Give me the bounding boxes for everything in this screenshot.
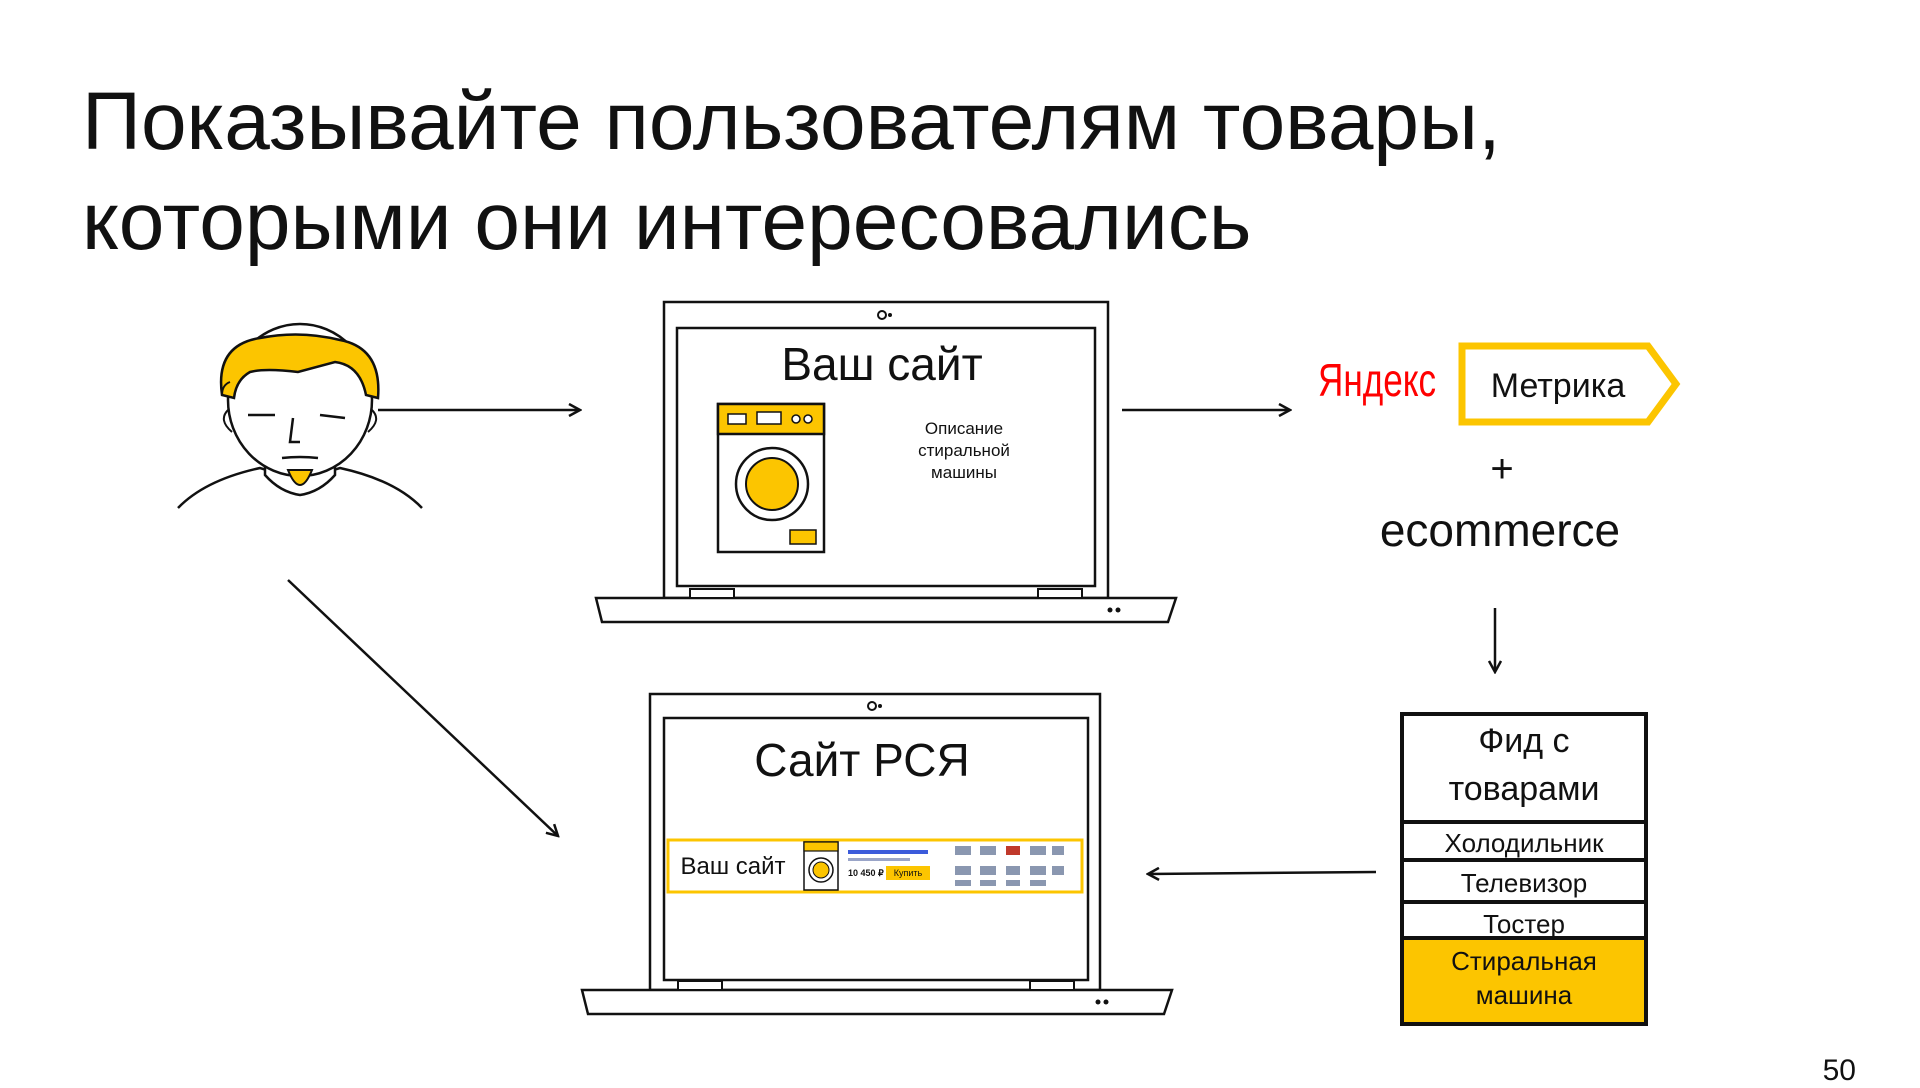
feed-item-1: Холодильник <box>1445 828 1605 858</box>
feed-highlight-line-1: Стиральная <box>1451 946 1597 976</box>
product-description: Описание стиральной машины <box>918 419 1010 482</box>
metrika-plus: + <box>1490 447 1513 491</box>
feed-highlight-row <box>1404 940 1644 1022</box>
banner-site-label: Ваш сайт <box>680 853 785 880</box>
rsy-site-title: Сайт РСЯ <box>754 734 969 786</box>
banner-washing-machine-icon <box>803 841 839 891</box>
page-number: 50 <box>1822 1054 1856 1087</box>
metrika-badge <box>1458 342 1681 426</box>
ad-banner <box>666 838 1084 894</box>
slide-title-line-1: Показывайте пользователям товары, <box>82 76 1501 167</box>
arrow-user-to-rsy <box>287 579 558 836</box>
slide-title: Показывайте пользователям товары, которы… <box>82 72 1782 272</box>
product-feed <box>1400 712 1648 1026</box>
ecommerce-label: ecommerce <box>1380 504 1620 556</box>
banner-buy-button[interactable]: Купить <box>894 868 923 878</box>
your-site-title: Ваш сайт <box>781 338 982 390</box>
slide-title-line-2: которыми они интересовались <box>82 176 1252 267</box>
banner-thumbnails <box>955 846 1064 886</box>
feed-title-line-2: товарами <box>1449 770 1600 808</box>
feed-item-2: Телевизор <box>1461 868 1588 898</box>
washing-machine-icon <box>716 402 826 554</box>
arrow-feed-to-rsy <box>1148 872 1377 874</box>
feed-item-3: Тостер <box>1483 909 1565 939</box>
banner-price: 10 450 ₽ <box>848 868 884 878</box>
description-line-1: Описание <box>925 419 1003 438</box>
description-line-2: стиральной <box>918 441 1010 460</box>
description-line-3: машины <box>931 463 997 482</box>
metrika-label: Метрика <box>1491 367 1626 405</box>
feed-title-line-1: Фид с <box>1478 722 1569 760</box>
yandex-logo-text: Яндекс <box>1318 354 1436 406</box>
feed-highlight-line-2: машина <box>1476 980 1573 1010</box>
user-icon <box>177 322 423 509</box>
